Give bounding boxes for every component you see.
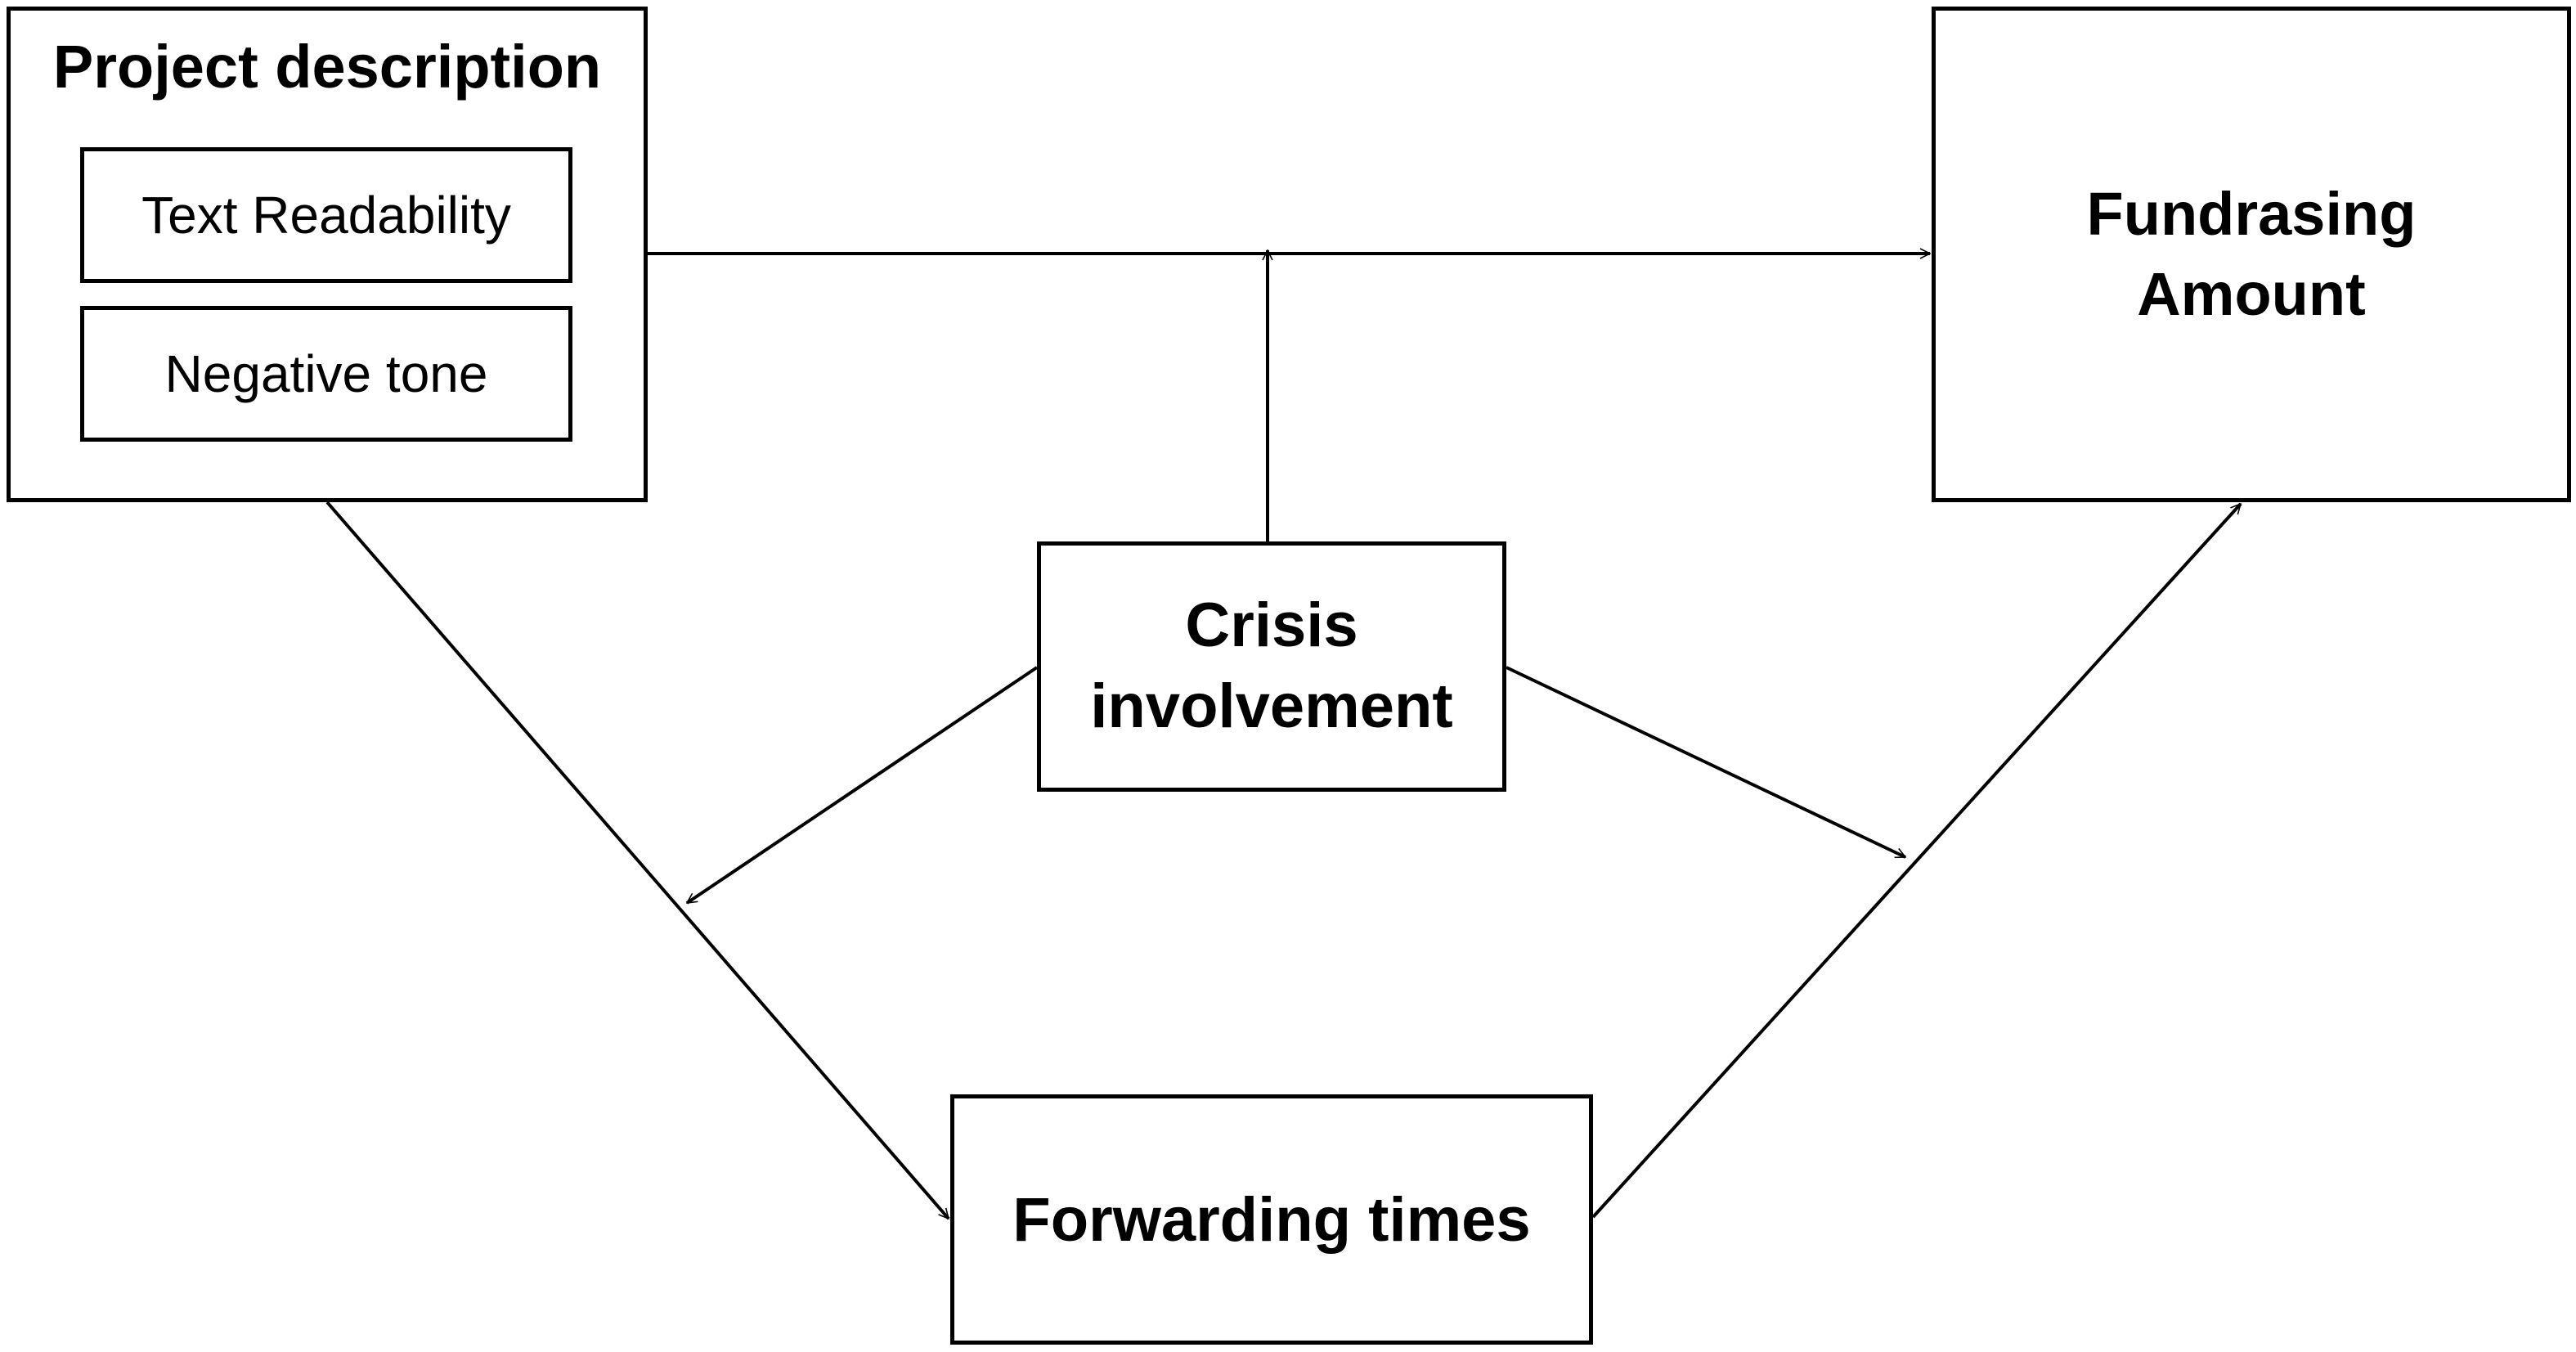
arrow-crisis-to-right-path <box>1506 666 1905 859</box>
arrow-forwarding-to-fundraising <box>1591 502 2242 1219</box>
crisis-involvement-box: Crisis involvement <box>1037 541 1506 792</box>
project-description-title: Project description <box>52 33 602 101</box>
fundraising-amount-box: Fundrasing Amount <box>1932 7 2571 502</box>
negative-tone-box: Negative tone <box>80 306 572 442</box>
text-readability-box: Text Readability <box>80 147 572 283</box>
arrow-project-to-forwarding <box>325 501 950 1219</box>
forwarding-times-box: Forwarding times <box>950 1094 1593 1345</box>
arrow-crisis-to-left-path <box>687 666 1039 905</box>
